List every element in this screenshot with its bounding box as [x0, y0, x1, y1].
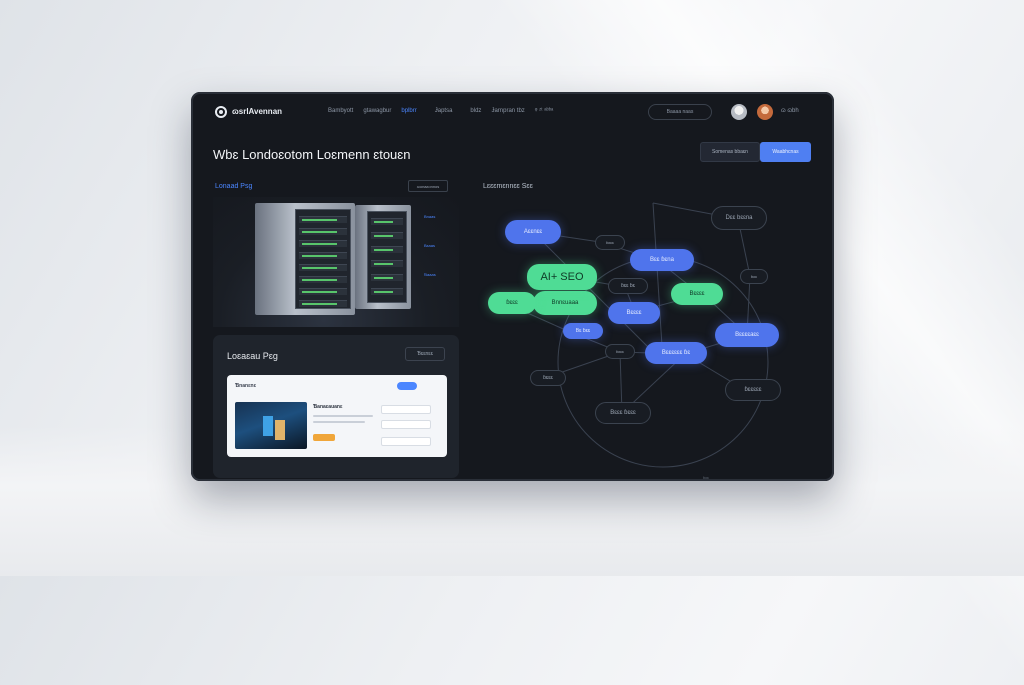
node-mid-outline[interactable]: ɓɛɛ ɓɛ [608, 278, 648, 294]
preview-field-1[interactable] [381, 405, 431, 414]
nav-link-7[interactable]: ᵠ ᶻᵗ ᵃᵇᵇᵃ [534, 108, 554, 114]
server-rack-image [213, 197, 459, 327]
preview-field-3[interactable] [381, 437, 431, 446]
brand-name[interactable]: ɷsrlAvennan [232, 107, 283, 116]
nav-link-3[interactable]: bplbrr [401, 108, 417, 114]
side-item-box[interactable]: ɷonaɛonnos [408, 180, 448, 192]
avatar[interactable] [731, 104, 747, 120]
preview-window-title: Ɓnanɛnɛ [235, 383, 257, 389]
left-card: Loɛaɛau Pɛg Ɓɛɛnɛɛ Ɓnanɛnɛ Ɓanaɛauanɛ [213, 335, 459, 478]
left-card-title: Loɛaɛau Pɛg [227, 351, 278, 361]
logo-icon[interactable] [215, 106, 227, 118]
nav-link-4[interactable]: Ɉaptsa [434, 108, 453, 114]
node-small-blue[interactable]: Bɛ ɓɛɛ [563, 323, 603, 339]
node-left-green[interactable]: ɓɛɛɛ [488, 292, 536, 314]
node-mid-blue[interactable]: Bɛɛɛɛ [608, 302, 660, 324]
node-small-1[interactable]: ɓɛɛɛ [595, 235, 625, 250]
nav-link-2[interactable]: gtawagbur [363, 108, 392, 114]
server-rack-left [255, 203, 355, 315]
search-input[interactable]: Baaaa naas [648, 104, 712, 120]
secondary-button[interactable]: Somenas bbaɛn [700, 142, 760, 162]
preview-thumbnail [235, 402, 307, 449]
node-far-right[interactable]: Bɛɛɛɛaɛɛ [715, 323, 779, 347]
side-item-tag-3[interactable]: Ɓaaas [424, 272, 436, 277]
side-item-tag-2[interactable]: Bɛaas [424, 243, 435, 248]
node-center-top[interactable]: Bɛɛ ɓɛna [630, 249, 694, 271]
preview-action-button[interactable] [313, 434, 335, 441]
top-nav: ɷsrlAvennan Bambyott gtawagbur bplbrr Ɉa… [191, 92, 834, 132]
node-bottom-right[interactable]: ɓɛɛɛɛɛ [725, 379, 781, 401]
node-bottom-blue[interactable]: Bɛɛɛɛɛɛ ɓɛ [645, 342, 707, 364]
preview-toggle[interactable] [397, 382, 417, 390]
user-avatar[interactable] [757, 104, 773, 120]
side-info-column: ɷonaɛonnos Bnaas Bɛaas Ɓaaas [406, 180, 461, 325]
node-small-2[interactable]: ɓɛɛɛ [605, 344, 635, 359]
nav-link-1[interactable]: Bambyott [328, 108, 354, 114]
nav-link-5[interactable]: bldz [470, 108, 482, 114]
nav-links: Bambyott gtawagbur bplbrr Ɉaptsa bldz Ɉa… [328, 108, 553, 114]
side-item-tag-1[interactable]: Bnaas [424, 214, 436, 219]
node-right-green[interactable]: Bɛɛɛɛ [671, 283, 723, 305]
page-title: Wbɛ Londoɛotom Loɛmenn ɛtouɛn [213, 147, 411, 162]
node-ai-seo[interactable]: AI+ SEO [527, 264, 597, 290]
node-right-top[interactable]: Dɛɛ bɛɛna [711, 206, 767, 230]
app-screen: ɷsrlAvennan Bambyott gtawagbur bplbrr Ɉa… [191, 92, 834, 481]
preview-text-line [313, 421, 365, 423]
nav-link-6[interactable]: Ɉarnpran tbz [491, 108, 525, 114]
footer-mark: ɓɛɛ [703, 475, 709, 480]
preview-field-2[interactable] [381, 420, 431, 429]
server-rack-right [355, 205, 411, 309]
node-small-right[interactable]: ɓɛɛ [740, 269, 768, 284]
left-panel-label: Lonaad Psg [215, 183, 253, 190]
node-left-top[interactable]: Aɛɛnɛɛ [505, 220, 561, 244]
left-card-button[interactable]: Ɓɛɛnɛɛ [405, 347, 445, 361]
node-bottom[interactable]: Bɛɛɛ ɓɛɛɛ [595, 402, 651, 424]
primary-button[interactable]: Waabhcnas [760, 142, 811, 162]
preview-item-title: Ɓanaɛauanɛ [313, 404, 343, 410]
node-left-outline[interactable]: ɓɛɛɛ [530, 370, 566, 386]
nav-more-menu[interactable]: ɷ ɷbh [781, 108, 799, 114]
preview-text-line [313, 415, 373, 417]
preview-window: Ɓnanɛnɛ Ɓanaɛauanɛ [227, 375, 447, 457]
right-panel-label: Lɛɛɛmɛnnɛɛ Sɛɛ [483, 183, 533, 190]
node-top[interactable]: Bnnɛuaaa [533, 291, 597, 315]
